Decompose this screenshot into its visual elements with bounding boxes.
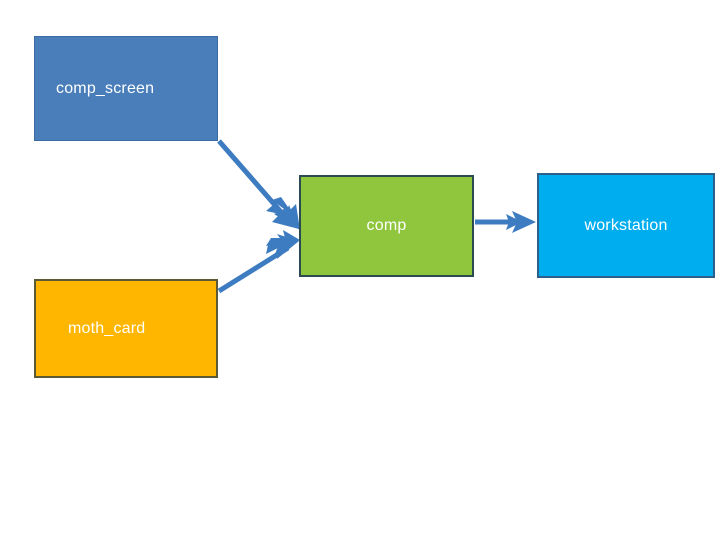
node-comp-screen[interactable]: comp_screen <box>34 36 218 141</box>
node-moth-card[interactable]: moth_card <box>34 279 218 378</box>
node-comp-label: comp <box>366 217 407 235</box>
edge-comp-to-workstation <box>475 211 536 233</box>
node-moth-card-label: moth_card <box>68 319 146 337</box>
node-workstation[interactable]: workstation <box>537 173 715 278</box>
node-comp-screen-label: comp_screen <box>56 79 155 97</box>
node-comp[interactable]: comp <box>299 175 474 277</box>
node-workstation-label: workstation <box>584 216 668 234</box>
edge-moth-card-to-comp <box>217 230 300 294</box>
edge-comp-screen-to-comp <box>217 139 300 230</box>
